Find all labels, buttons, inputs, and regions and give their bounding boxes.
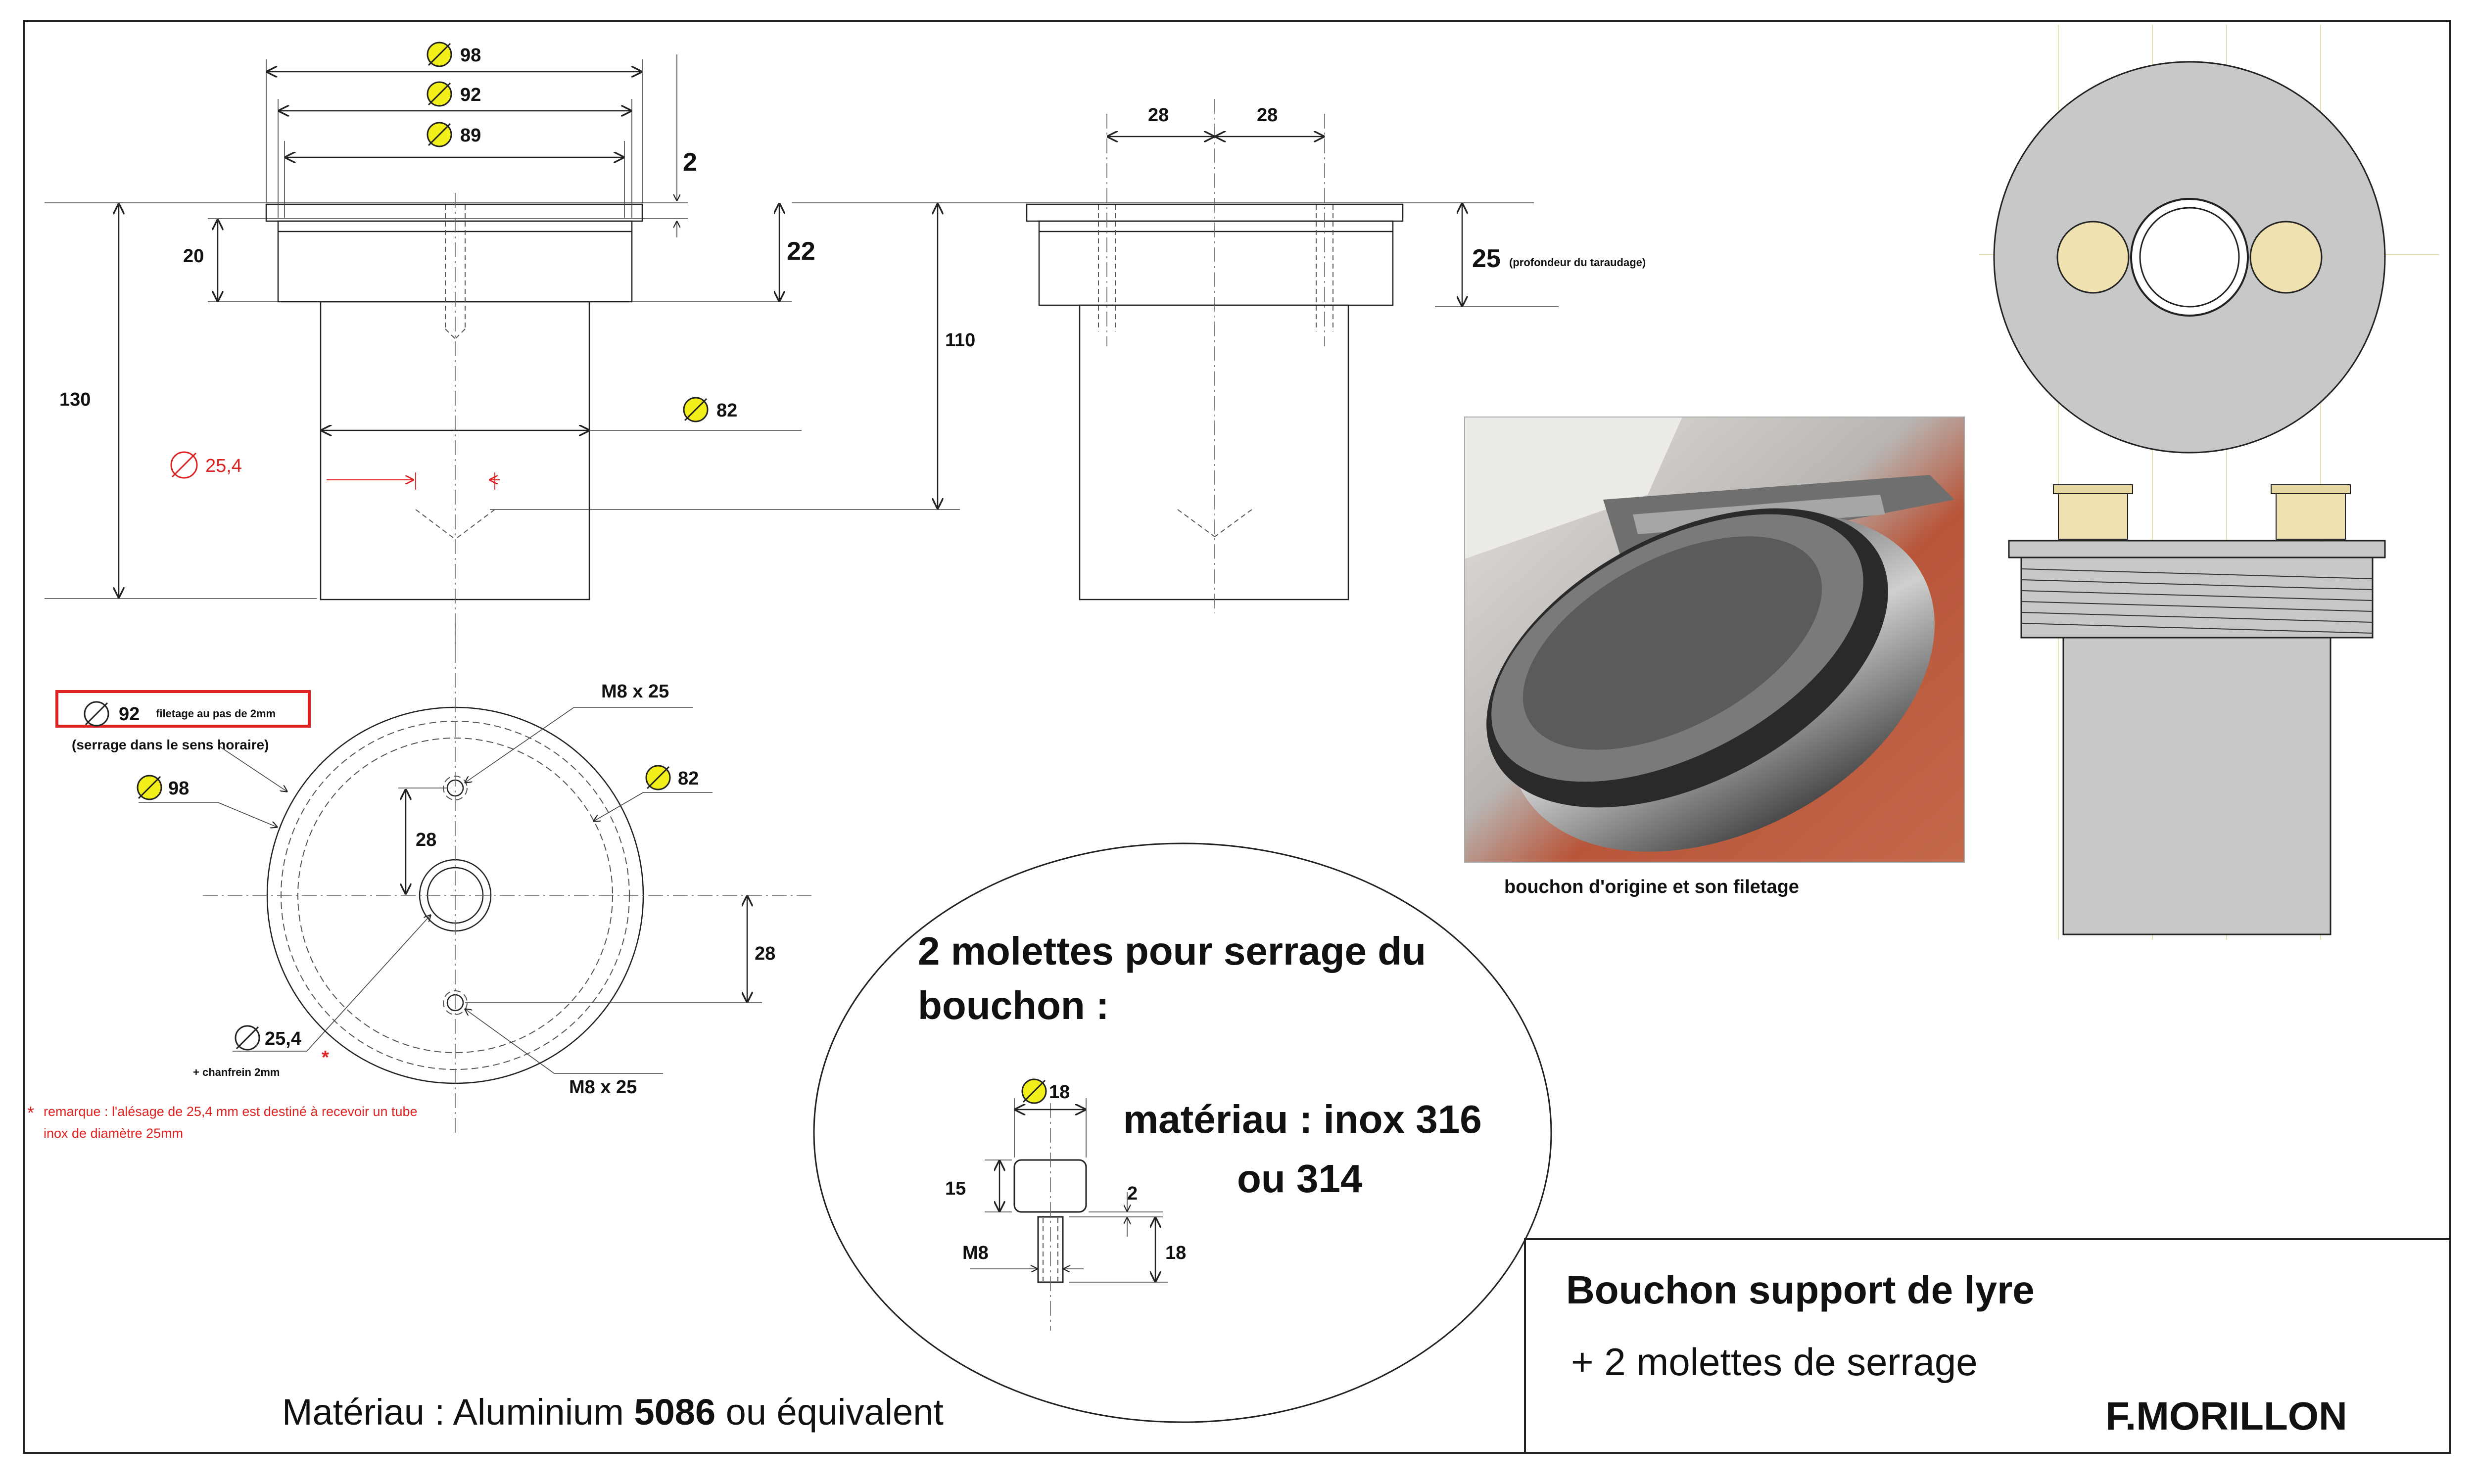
- title-block-author: F.MORILLON: [2105, 1394, 2347, 1438]
- front-dim-130: 130: [59, 389, 91, 410]
- top-bore-dia: 25,4: [265, 1028, 301, 1049]
- top-m8-label-lower: M8 x 25: [569, 1077, 637, 1098]
- top-thread-note: filetage au pas de 2mm: [156, 707, 276, 720]
- top-view: 92 filetage au pas de 2mm (serrage dans …: [27, 623, 811, 1141]
- side-view: 28 28 25 (profondeur du taraudage): [792, 99, 1646, 613]
- knob-section: 2 molettes pour serrage du bouchon : 18 …: [813, 842, 1552, 1423]
- knob-thread-m8: M8: [962, 1243, 989, 1263]
- top-tightening-note: (serrage dans le sens horaire): [72, 737, 269, 752]
- side-dim-25: 25: [1472, 244, 1501, 273]
- knob-dim-18: 18: [1165, 1243, 1186, 1263]
- front-dim-20: 20: [183, 246, 204, 267]
- front-dia-92: 92: [460, 85, 481, 105]
- material-note-prefix: Matériau : Aluminium: [282, 1391, 634, 1433]
- remark-line-1: remarque : l'alésage de 25,4 mm est dest…: [44, 1104, 418, 1119]
- material-note: Matériau : Aluminium 5086 ou équivalent: [282, 1391, 944, 1433]
- render-views: [1979, 25, 2439, 940]
- knob-thread: [1037, 1216, 1064, 1283]
- side-dim-28-left: 28: [1148, 105, 1169, 126]
- render-flange: [2008, 540, 2386, 558]
- title-block-title: Bouchon support de lyre: [1566, 1268, 2035, 1312]
- title-block-subtitle: + 2 molettes de serrage: [1571, 1340, 1978, 1384]
- side-thread-body: [1038, 220, 1394, 306]
- knob-dim-15: 15: [945, 1178, 966, 1199]
- material-note-grade: 5086: [634, 1391, 716, 1433]
- top-thread-dia: 92: [119, 704, 140, 725]
- knob-dim-2: 2: [1127, 1183, 1138, 1204]
- knob-title-line2: bouchon :: [918, 983, 1109, 1027]
- sheet-border: [23, 20, 2451, 1454]
- original-cap-photo: bouchon d'origine et son filetage: [1464, 417, 1965, 897]
- material-note-suffix: ou équivalent: [715, 1391, 944, 1433]
- front-dia-89: 89: [460, 125, 481, 146]
- knob-material-line2: ou 314: [1237, 1157, 1363, 1201]
- render-body: [2062, 637, 2331, 935]
- top-chamfer-note: + chanfrein 2mm: [193, 1066, 280, 1078]
- side-tapping-note: (profondeur du taraudage): [1509, 256, 1646, 269]
- top-dim-28-side: 28: [755, 943, 775, 964]
- front-dia-25-4: 25,4: [205, 456, 242, 476]
- front-dim-110: 110: [945, 330, 975, 351]
- front-dia-98: 98: [460, 45, 481, 66]
- front-dim-22: 22: [787, 237, 815, 266]
- top-m8-label-upper: M8 x 25: [601, 681, 669, 702]
- side-body: [1079, 304, 1349, 601]
- knob-title-line1: 2 molettes pour serrage du: [918, 929, 1426, 973]
- side-dim-28-right: 28: [1257, 105, 1278, 126]
- top-dia-98: 98: [168, 778, 189, 799]
- title-block: Bouchon support de lyre + 2 molettes de …: [1524, 1238, 2451, 1454]
- front-dim-2: 2: [683, 148, 697, 177]
- render-thread: [2020, 556, 2374, 639]
- top-asterisk: *: [322, 1047, 329, 1068]
- top-dia-82: 82: [678, 768, 699, 789]
- top-dim-28-vertical: 28: [416, 830, 436, 850]
- knob-ellipse: [813, 842, 1552, 1423]
- photo-caption: bouchon d'origine et son filetage: [1504, 877, 1799, 897]
- front-dia-82: 82: [716, 400, 737, 421]
- thread-spec-box: [55, 690, 311, 728]
- knob-dia-18: 18: [1049, 1082, 1070, 1103]
- remark-line-2: inox de diamètre 25mm: [44, 1126, 183, 1141]
- knob-material-line1: matériau : inox 316: [1123, 1097, 1482, 1141]
- front-view: 98 92 89 2 20 22 130 110 82 25,4: [45, 42, 975, 648]
- remark-asterisk: *: [27, 1103, 34, 1123]
